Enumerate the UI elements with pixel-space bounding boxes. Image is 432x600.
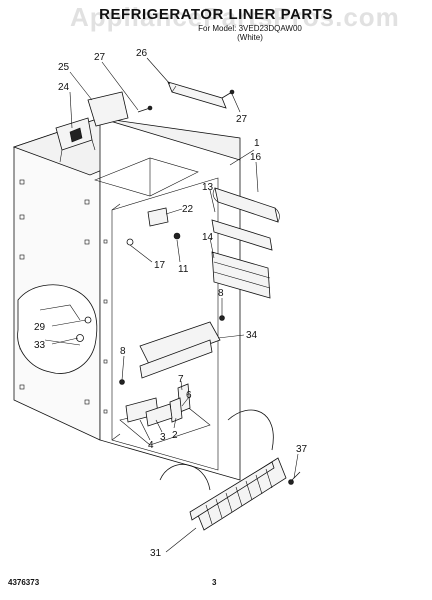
diagram-title: REFRIGERATOR LINER PARTS: [99, 6, 333, 23]
callout-labels: 25 27 24 26 27 1 16 13 22 14 11 17 8 34 …: [34, 48, 308, 559]
part-22-bracket: [147, 207, 169, 227]
callout-24: 24: [58, 82, 70, 93]
diagram-subtitle: For Model: 3VED23DQAW00 (White): [150, 24, 350, 42]
part-2-3-4-guides: [125, 397, 173, 427]
callout-2: 2: [172, 430, 178, 441]
callout-17: 17: [154, 260, 166, 271]
callout-4: 4: [148, 440, 154, 451]
callout-11: 11: [178, 264, 189, 275]
liner-cabinet: [12, 117, 241, 481]
callout-33: 33: [34, 340, 46, 351]
callout-6: 6: [186, 390, 192, 401]
part-24-25-bracket: [55, 91, 129, 163]
part-34-cover: [139, 321, 221, 379]
part-37-screw: [288, 471, 301, 485]
callout-13: 13: [202, 182, 214, 193]
model-line: For Model: 3VED23DQAW00: [198, 24, 302, 33]
document-number: 4376373: [8, 578, 40, 587]
callout-26: 26: [136, 48, 148, 59]
page-number: 3: [212, 578, 217, 587]
part-16-channel: [212, 187, 280, 223]
callout-27-top: 27: [94, 52, 106, 63]
callout-16: 16: [250, 152, 262, 163]
part-29-33-fittings: [76, 316, 92, 342]
callout-1: 1: [254, 138, 260, 149]
part-26-rail: [167, 81, 227, 109]
callout-8-lower: 8: [120, 346, 126, 357]
callout-31: 31: [150, 548, 162, 559]
callout-7: 7: [178, 374, 184, 385]
callout-29: 29: [34, 322, 46, 333]
callout-8-upper: 8: [218, 288, 224, 299]
callout-27-right: 27: [236, 114, 248, 125]
part-13-channel: [211, 219, 273, 251]
part-27-screw-left: [137, 105, 153, 113]
part-31-pan: [159, 409, 287, 531]
watermark: AppliancePartsPros.com: [70, 2, 400, 32]
callout-3: 3: [160, 432, 166, 443]
callout-25: 25: [58, 62, 70, 73]
part-11-screw: [173, 232, 181, 240]
color-line: (White): [237, 33, 263, 42]
callout-14: 14: [202, 232, 214, 243]
callout-22: 22: [182, 204, 194, 215]
part-8-screw-lower: [119, 379, 125, 385]
callout-37: 37: [296, 444, 308, 455]
part-8-screw-upper: [219, 315, 225, 321]
callout-34: 34: [246, 330, 258, 341]
part-14-duct: [211, 251, 271, 299]
leader-lines: [51, 57, 299, 553]
part-17-clip: [126, 238, 134, 246]
